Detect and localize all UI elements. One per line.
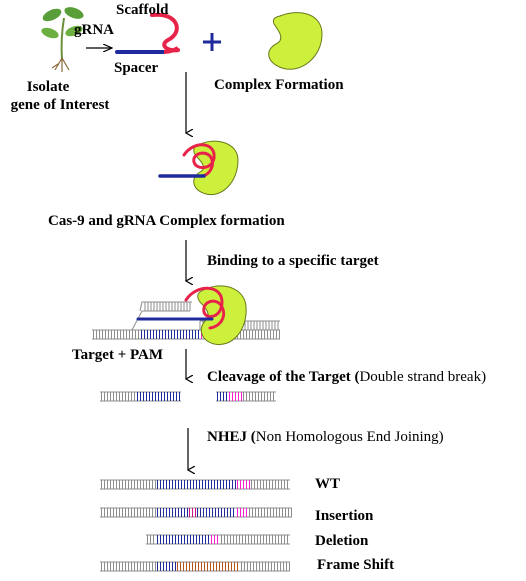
gene-of-interest-label: gene of Interest bbox=[10, 97, 110, 113]
target-dna-bottom bbox=[92, 329, 280, 340]
repair-outcomes bbox=[100, 479, 292, 572]
cleavage-label: Cleavage of the Target (Double strand br… bbox=[207, 369, 486, 386]
cleaved-right-fragment bbox=[216, 391, 276, 402]
cas9-complex-label: Cas-9 and gRNA Complex formation bbox=[48, 213, 285, 229]
target-dna-top bbox=[92, 301, 280, 331]
outcome-insertion-label: Insertion bbox=[315, 508, 374, 524]
cleaved-left-fragment bbox=[100, 391, 181, 402]
complex-formation-label: Complex Formation bbox=[214, 77, 344, 93]
spacer-label: Spacer bbox=[114, 60, 159, 76]
outcome-frameshift-label: Frame Shift bbox=[317, 557, 395, 573]
cleavage-bold-text: Cleavage of the Target ( bbox=[207, 369, 360, 385]
cleavage-normal-text: Double strand break) bbox=[359, 369, 487, 385]
isolate-label: Isolate bbox=[26, 79, 70, 95]
nhej-bold-text: NHEJ ( bbox=[207, 429, 256, 445]
outcome-wt-label: WT bbox=[315, 476, 341, 492]
target-pam-label: Target + PAM bbox=[72, 347, 164, 363]
target-binding bbox=[92, 285, 280, 346]
grna-label: gRNA bbox=[74, 22, 114, 38]
binding-label: Binding to a specific target bbox=[207, 253, 379, 269]
outcome-wt-dna bbox=[100, 479, 290, 490]
plant-seedling-icon bbox=[41, 7, 84, 72]
outcome-deletion-dna bbox=[146, 534, 290, 545]
outcome-insertion-dna bbox=[100, 507, 292, 518]
outcome-frameshift-dna bbox=[100, 561, 290, 572]
cas9-protein bbox=[268, 12, 323, 70]
grna-molecule bbox=[115, 12, 180, 54]
plus-sign bbox=[203, 33, 221, 51]
nhej-label: NHEJ (Non Homologous End Joining) bbox=[207, 429, 444, 446]
cleaved-dna bbox=[100, 391, 276, 402]
scaffold-label: Scaffold bbox=[116, 2, 169, 18]
nhej-normal-text: Non Homologous End Joining) bbox=[255, 429, 444, 445]
cas9-grna-complex bbox=[158, 140, 239, 196]
outcome-deletion-label: Deletion bbox=[315, 533, 369, 549]
